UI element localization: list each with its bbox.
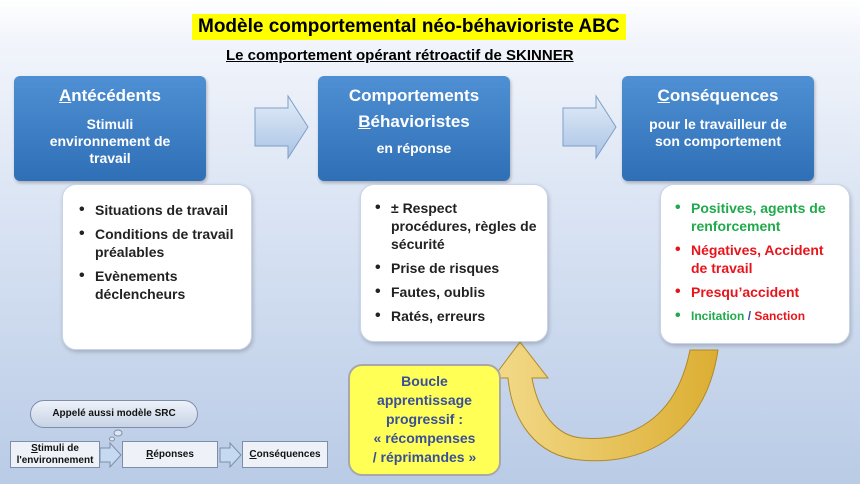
mini-box-consequences: Conséquences	[242, 441, 328, 468]
callout-line-2: apprentissage	[377, 392, 472, 408]
list-item: Conditions de travail préalables	[73, 225, 241, 261]
list-item: ± Respect procédures, règles de sécurité	[369, 199, 539, 253]
src-model-cloud: Appelé aussi modèle SRC	[30, 400, 198, 428]
consequences-sub-2: son comportement	[654, 133, 781, 149]
callout-line-1: Boucle	[401, 373, 448, 389]
callout-line-4: « récompenses	[373, 430, 476, 446]
callout-line-5: / réprimandes »	[372, 449, 477, 465]
diagram-subtitle: Le comportement opérant rétroactif de SK…	[226, 47, 574, 64]
antecedents-sub-2: environnement de	[49, 133, 171, 149]
comportements-list-box: ± Respect procédures, règles de sécurité…	[360, 184, 548, 342]
feedback-loop-arrow	[492, 341, 719, 462]
list-item: Prise de risques	[369, 259, 539, 277]
mini-box-reponses: Réponses	[122, 441, 218, 468]
comportements-title-2: Béhavioristes	[358, 112, 470, 131]
negative-consequence: Négatives, Accident de travail	[669, 241, 841, 277]
diagram-title: Modèle comportemental néo-béhavioriste A…	[192, 14, 626, 40]
antecedents-title: Antécédents	[58, 86, 162, 105]
cloud-bubble-1	[113, 429, 123, 437]
consequences-title: Conséquences	[657, 86, 779, 105]
comportements-title-1: Comportements	[348, 86, 480, 105]
mini-arrow-2	[219, 441, 242, 469]
list-item: Situations de travail	[73, 201, 241, 219]
positive-consequence: Positives, agents de renforcement	[669, 199, 841, 235]
list-item: Evènements déclencheurs	[73, 267, 241, 303]
comportements-sub: en réponse	[376, 140, 452, 156]
mini-arrow-1	[99, 441, 122, 469]
comportements-list: ± Respect procédures, règles de sécurité…	[369, 199, 539, 325]
consequences-box: Conséquences pour le travailleur de son …	[622, 76, 814, 181]
list-item: Ratés, erreurs	[369, 307, 539, 325]
antecedents-box: Antécédents Stimuli environnement de tra…	[14, 76, 206, 181]
callout-line-3: progressif :	[385, 411, 463, 427]
antecedents-list: Situations de travail Conditions de trav…	[73, 201, 241, 303]
near-miss-consequence: Presqu’accident	[669, 283, 841, 301]
comportements-box: Comportements Béhavioristes en réponse	[318, 76, 510, 181]
mini-box-stimuli-line-2: l'environnement	[16, 455, 94, 466]
consequences-list-box: Positives, agents de renforcement Négati…	[660, 184, 850, 344]
consequences-sub-1: pour le travailleur de	[649, 116, 787, 132]
learning-loop-callout: Boucle apprentissage progressif : « réco…	[348, 364, 501, 476]
arrow-comportements-to-consequences	[562, 94, 617, 160]
antecedents-list-box: Situations de travail Conditions de trav…	[62, 184, 252, 350]
consequences-list: Positives, agents de renforcement Négati…	[669, 199, 841, 325]
antecedents-sub-1: Stimuli	[86, 116, 134, 132]
mini-box-stimuli: Stimuli de l'environnement	[10, 441, 100, 468]
arrow-antecedents-to-comportements	[254, 94, 309, 160]
cloud-bubble-2	[109, 436, 115, 442]
antecedents-sub-3: travail	[89, 150, 131, 166]
incitation-sanction-item: Incitation / Sanction	[669, 307, 841, 325]
mini-box-stimuli-line-1: Stimuli de	[31, 443, 79, 454]
list-item: Fautes, oublis	[369, 283, 539, 301]
